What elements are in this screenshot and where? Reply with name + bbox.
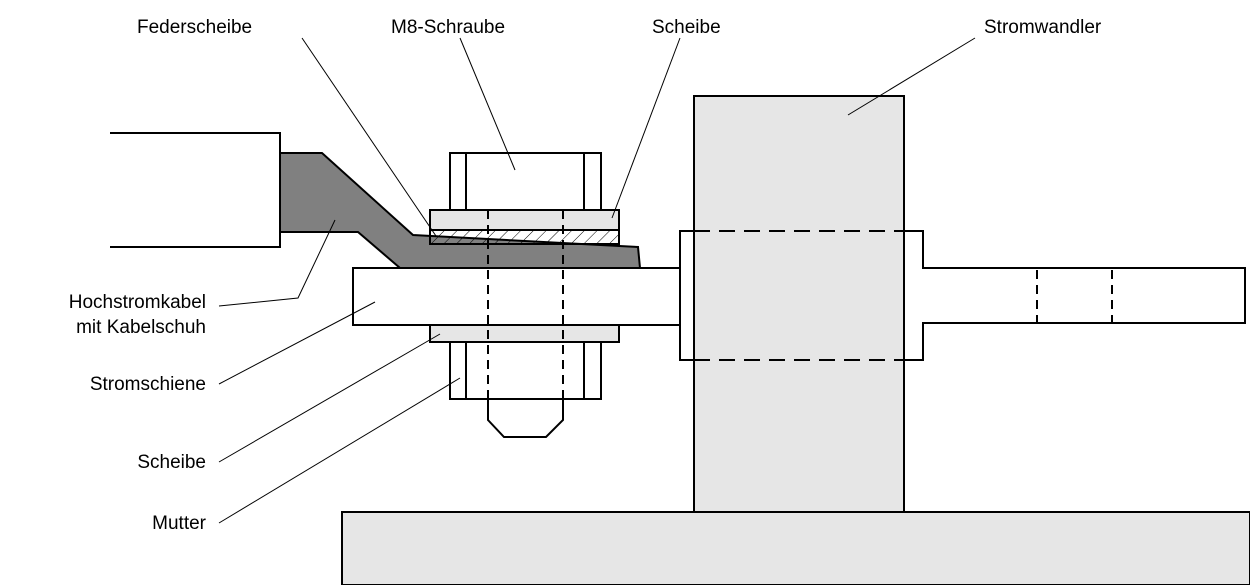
label-stromwandler: Stromwandler: [984, 17, 1102, 38]
bolt-head: [449, 152, 602, 211]
spring-washer: [429, 229, 620, 245]
leader-m8-schraube: [459, 37, 516, 171]
leader-scheibe-bottom: [218, 333, 441, 463]
label-federscheibe: Federscheibe: [137, 17, 253, 38]
leader-federscheibe: [301, 37, 437, 237]
leader-mutter: [218, 377, 461, 524]
label-stromschiene: Stromschiene: [89, 374, 206, 395]
leader-hochstromkabel: [218, 219, 336, 307]
washer-top: [429, 209, 620, 231]
label-mutter: Mutter: [152, 513, 206, 534]
label-scheibe-bottom: Scheibe: [137, 452, 206, 473]
label-m8-schraube: M8-Schraube: [391, 17, 506, 38]
label-hochstromkabel-line1: Hochstromkabel: [68, 292, 206, 313]
washer-bottom: [429, 324, 620, 343]
current-transformer: [693, 95, 905, 513]
nut: [449, 341, 602, 400]
label-hochstromkabel-line2: mit Kabelschuh: [76, 317, 206, 338]
leader-stromwandler: [847, 37, 976, 116]
base-plate: [341, 511, 1250, 585]
bolt-tip: [487, 399, 564, 438]
bus-bar-step: [679, 230, 694, 361]
leader-lines: [218, 37, 976, 524]
leader-scheibe-top: [611, 37, 681, 219]
bus-bar: [352, 267, 680, 326]
label-scheibe-top: Scheibe: [652, 17, 721, 38]
bus-bar-step-right: [904, 230, 1246, 361]
leader-stromschiene: [218, 301, 376, 385]
cable: [110, 132, 281, 248]
